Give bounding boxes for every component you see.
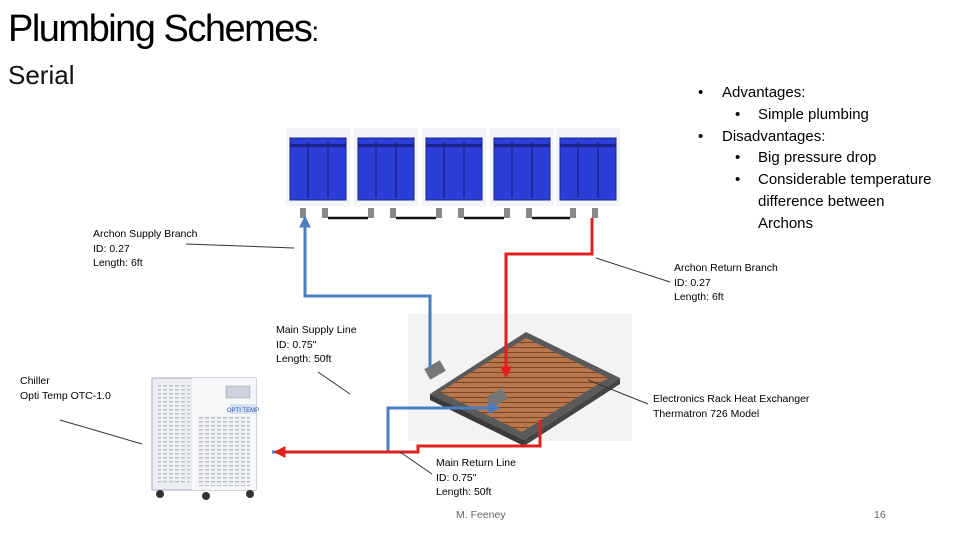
archon-return-branch-line — [500, 218, 594, 379]
chiller-unit: OPTI TEMP — [151, 377, 259, 500]
archon-supply-branch-line — [299, 215, 432, 368]
author-footer: M. Feeney — [456, 509, 506, 521]
label-line: Archon Return Branch — [674, 262, 778, 274]
pros-cons-list: Advantages: Simple plumbing Disadvantage… — [698, 82, 931, 235]
title-text: Plumbing Schemes — [8, 8, 313, 50]
label-line: Thermatron 726 Model — [653, 407, 760, 420]
page-number: 16 — [874, 509, 886, 521]
label-line: Opti Temp OTC-1.0 — [20, 389, 111, 402]
slide-title: Plumbing Schemes: — [8, 8, 319, 51]
archon-module — [556, 128, 620, 218]
disadvantage-item: Big pressure drop — [698, 147, 931, 169]
label-line: Length: 6ft — [674, 291, 724, 303]
label-line: ID: 0.27 — [674, 276, 711, 289]
archon-module — [422, 128, 486, 218]
label-line: Chiller — [20, 375, 50, 387]
label-line: Main Return Line — [436, 457, 516, 469]
disadvantage-continuation: difference between — [758, 192, 885, 210]
disadvantage-continuation: Archons — [758, 214, 814, 232]
label-line: Archon Supply Branch — [93, 228, 198, 240]
main-return-line — [273, 420, 542, 458]
archon-module — [354, 128, 418, 218]
label-line: Length: 50ft — [436, 486, 492, 498]
advantage-item: Simple plumbing — [698, 104, 931, 126]
label-line: Electronics Rack Heat Exchanger — [653, 393, 810, 405]
archon-module — [490, 128, 554, 218]
heat-exchanger — [424, 332, 620, 446]
label-line: Length: 6ft — [93, 257, 143, 269]
archon-module — [286, 128, 350, 218]
title-colon: : — [311, 16, 320, 47]
disadvantage-item: Considerable temperature — [698, 169, 931, 191]
slide-subtitle: Serial — [8, 60, 75, 90]
label-line: ID: 0.75" — [276, 338, 317, 351]
label-line: ID: 0.75" — [436, 471, 477, 484]
callout-leaders — [59, 243, 671, 475]
disadvantages-heading: Disadvantages: — [698, 126, 931, 148]
label-line: ID: 0.27 — [93, 242, 130, 255]
label-line: Length: 50ft — [276, 353, 332, 365]
chiller-brand: OPTI TEMP — [227, 408, 259, 414]
advantages-heading: Advantages: — [698, 82, 931, 104]
label-line: Main Supply Line — [276, 324, 357, 336]
archon-array — [286, 128, 620, 218]
